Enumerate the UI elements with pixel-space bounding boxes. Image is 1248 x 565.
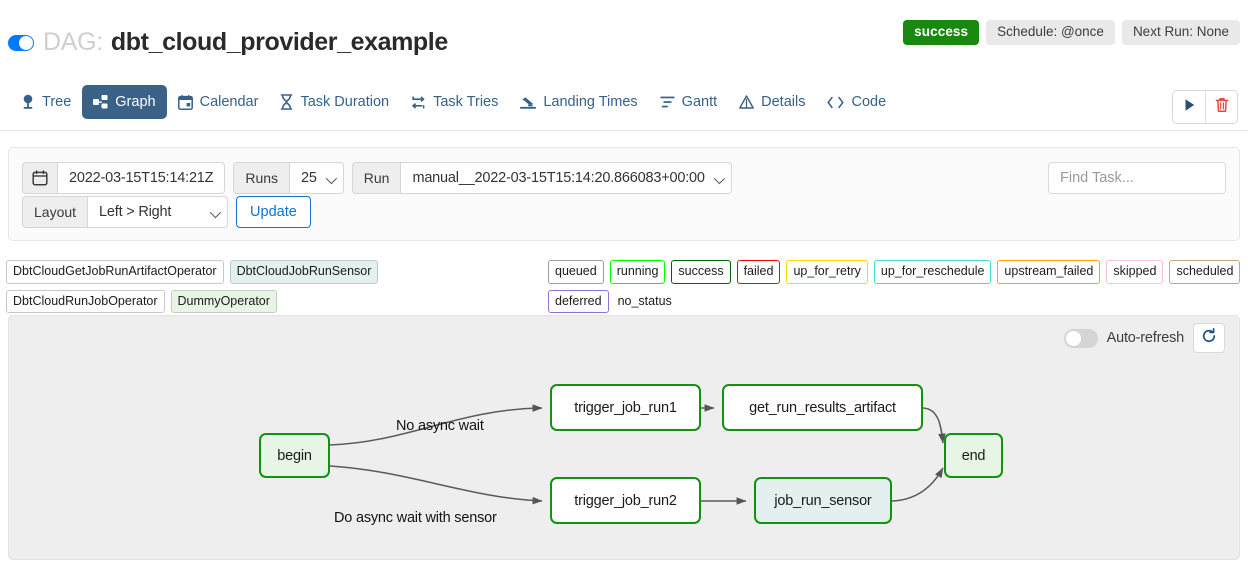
run-label: Run (351, 162, 402, 194)
view-tabs: Tree Graph Calendar Task Duration (10, 85, 897, 119)
status-badge: success (903, 20, 980, 45)
execution-date-input[interactable]: 2022-03-15T15:14:21Z (58, 162, 226, 194)
calendar-icon (22, 162, 58, 194)
graph-node-job_run_sensor[interactable]: job_run_sensor (754, 477, 892, 524)
legend-status-skipped[interactable]: skipped (1106, 260, 1164, 284)
tab-label: Details (761, 94, 806, 110)
hourglass-icon (280, 94, 293, 110)
tab-label: Gantt (681, 94, 718, 110)
edge-label-0: No async wait (396, 418, 484, 434)
code-icon (827, 96, 845, 109)
view-tabbar: Tree Graph Calendar Task Duration (0, 82, 1248, 131)
landing-icon (520, 95, 537, 110)
tab-landing-times[interactable]: Landing Times (509, 85, 648, 119)
edge-artifact-to-end (922, 407, 946, 444)
graph-canvas[interactable]: begin trigger_job_run1 get_run_results_art… (9, 316, 1239, 559)
delete-dag-button[interactable] (1205, 91, 1237, 123)
page-header: DAG: dbt_cloud_provider_example success … (0, 0, 1248, 74)
refresh-icon (1201, 327, 1217, 349)
edge-sensor-to-end (891, 467, 944, 502)
schedule-badge: Schedule: @once (986, 20, 1115, 45)
graph-node-get_run_results_artifact[interactable]: get_run_results_artifact (722, 384, 923, 431)
tab-label: Code (851, 94, 887, 110)
dag-controls-panel: 2022-03-15T15:14:21Z Runs 25 Run manual_… (8, 147, 1240, 241)
graph-panel: Auto-refresh (8, 315, 1240, 560)
gantt-icon (660, 95, 675, 109)
header-badges: success Schedule: @once Next Run: None (903, 20, 1240, 45)
trash-icon (1215, 97, 1229, 118)
play-icon (1183, 98, 1196, 117)
edge-label-1: Do async wait with sensor (334, 510, 497, 526)
tab-label: Calendar (199, 94, 259, 110)
tab-label: Task Duration (300, 94, 390, 110)
controls-row-primary: 2022-03-15T15:14:21Z Runs 25 Run manual_… (22, 162, 732, 194)
edge-begin-to-trigger2 (329, 465, 543, 505)
retry-icon (411, 95, 426, 110)
graph-node-end[interactable]: end (944, 433, 1003, 478)
tab-task-duration[interactable]: Task Duration (269, 85, 400, 119)
legend-operator-dummyoperator[interactable]: DummyOperator (170, 289, 277, 313)
graph-node-trigger_job_run1[interactable]: trigger_job_run1 (550, 384, 701, 431)
legend-status-no_status[interactable]: no_status (617, 293, 672, 308)
legend-status-up_for_reschedule[interactable]: up_for_reschedule (873, 260, 992, 284)
legend-status-scheduled[interactable]: scheduled (1169, 260, 1241, 284)
refresh-button[interactable] (1193, 323, 1225, 353)
dag-label: DAG: (43, 28, 103, 56)
legend-status-success[interactable]: success (671, 260, 731, 284)
legend-status-up_for_retry[interactable]: up_for_retry (786, 260, 868, 284)
edge-begin-to-trigger1 (329, 404, 543, 446)
next-run-badge: Next Run: None (1121, 20, 1240, 45)
graph-refresh-controls: Auto-refresh (1063, 323, 1225, 353)
tab-gantt[interactable]: Gantt (649, 85, 728, 119)
legend-operator-dbtcloudrunjoboperator[interactable]: DbtCloudRunJobOperator (6, 289, 165, 313)
dag-pause-toggle[interactable] (8, 34, 34, 51)
tab-details[interactable]: Details (728, 85, 816, 119)
tab-label: Tree (42, 94, 72, 110)
legend-status-deferred[interactable]: deferred (548, 289, 609, 313)
run-group: Run manual__2022-03-15T15:14:20.866083+0… (351, 162, 732, 194)
dag-actions (1172, 90, 1238, 124)
trigger-dag-button[interactable] (1173, 91, 1205, 123)
tab-task-tries[interactable]: Task Tries (400, 85, 509, 119)
legend-status-queued[interactable]: queued (548, 260, 604, 284)
tab-label: Task Tries (433, 94, 499, 110)
runs-group: Runs 25 (233, 162, 344, 194)
runs-select[interactable]: 25 (290, 162, 344, 194)
auto-refresh-label: Auto-refresh (1106, 330, 1185, 346)
graph-node-begin[interactable]: begin (259, 433, 330, 478)
find-task-input[interactable]: Find Task... (1048, 162, 1226, 194)
layout-label: Layout (22, 196, 89, 228)
calendar-icon (177, 94, 193, 110)
tab-graph[interactable]: Graph (82, 85, 167, 119)
tab-calendar[interactable]: Calendar (167, 85, 270, 119)
legend-status-upstream_failed[interactable]: upstream_failed (997, 260, 1101, 284)
tab-label: Landing Times (543, 94, 638, 110)
triangle-icon (739, 95, 755, 109)
legend-operator-dbtcloudjobrunsensor[interactable]: DbtCloudJobRunSensor (229, 260, 379, 284)
legend-status-running[interactable]: running (609, 260, 666, 284)
dag-name: dbt_cloud_provider_example (110, 28, 448, 56)
graph-icon (93, 94, 108, 110)
execution-date-group: 2022-03-15T15:14:21Z (22, 162, 226, 194)
runs-label: Runs (233, 162, 291, 194)
tab-code[interactable]: Code (816, 85, 897, 119)
controls-row-secondary: Layout Left > Right Update (22, 196, 311, 228)
legend-operator-dbtcloudgetjobrunartifactoperator[interactable]: DbtCloudGetJobRunArtifactOperator (6, 260, 224, 284)
dag-title: DAG: dbt_cloud_provider_example (8, 28, 448, 57)
tab-tree[interactable]: Tree (10, 85, 82, 119)
layout-select[interactable]: Left > Right (88, 196, 229, 228)
auto-refresh-toggle[interactable] (1063, 328, 1098, 348)
update-button[interactable]: Update (236, 196, 311, 228)
layout-group: Layout Left > Right (22, 196, 229, 228)
graph-edges (329, 404, 946, 505)
legend-status-failed[interactable]: failed (736, 260, 781, 284)
graph-nodes: begin trigger_job_run1 get_run_results_art… (9, 316, 1239, 559)
graph-node-trigger_job_run2[interactable]: trigger_job_run2 (550, 477, 701, 524)
run-select[interactable]: manual__2022-03-15T15:14:20.866083+00:00 (401, 162, 732, 194)
tree-icon (21, 94, 35, 110)
tab-label: Graph (115, 94, 156, 110)
